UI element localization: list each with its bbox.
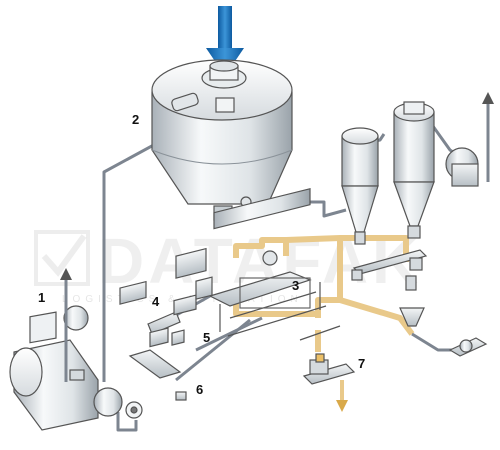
label-6: 6 [196, 382, 203, 397]
label-2: 2 [132, 112, 139, 127]
label-5: 5 [203, 330, 210, 345]
blower-6 [128, 327, 187, 401]
up-arrow-icon [482, 92, 494, 104]
outlet-7 [302, 353, 356, 402]
cyclone-left [341, 127, 379, 245]
label-3: 3 [292, 278, 299, 293]
exhaust-fan [445, 100, 490, 187]
burner-unit [9, 276, 143, 431]
discharge-unit [448, 337, 488, 357]
down-arrow-icon [336, 400, 348, 412]
cyclone-right [393, 101, 435, 239]
watermark-check-icon [34, 230, 90, 286]
label-1: 1 [38, 290, 45, 305]
blower-4 [119, 247, 207, 335]
fluid-bed [208, 187, 341, 341]
collector-rail [351, 249, 428, 327]
up-arrow-icon [60, 268, 72, 280]
spray-dryer-tower [151, 59, 293, 221]
label-7: 7 [358, 356, 365, 371]
label-4: 4 [152, 294, 160, 309]
blower-5 [173, 276, 213, 316]
